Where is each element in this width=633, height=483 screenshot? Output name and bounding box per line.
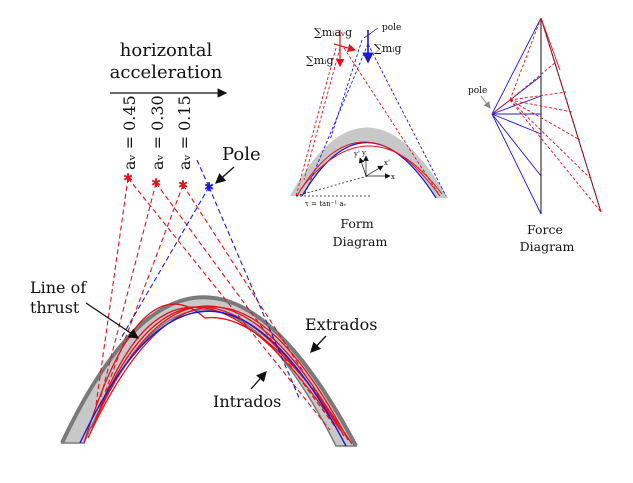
force-diagram-title-1: Force [527,222,563,237]
pole-force-arrow-icon [480,95,491,109]
main-blue-rays [119,159,301,401]
axis-x-label: x [391,173,395,181]
pole-label: Pole [222,144,261,165]
intrados-label: Intrados [213,392,281,411]
pole-arrow-icon [215,166,235,184]
force-diagram [491,17,602,215]
line-of-thrust-arrow-icon [85,302,140,339]
pole-force-label: pole [468,86,487,96]
pole-point-030: ✱ [151,176,161,190]
main-blue-thrust [79,310,347,447]
pole-point-015: ✱ [178,178,188,192]
sum-mig-right-label: ∑mᵢg [374,42,402,55]
angle-expression: τ = tan⁻¹ aᵥ [305,200,347,208]
av-030-label: aᵥ = 0.30 [148,95,167,170]
axis-xp-label: x' [384,159,390,167]
pole-point-blue: ✱ [204,180,214,194]
main-red-rays [95,177,343,433]
axis-yp-label: y' [353,150,360,158]
line-of-thrust-label-1: Line of [30,278,87,297]
acceleration-label: acceleration [110,62,223,83]
intrados-arrow-icon [250,371,267,390]
form-diagram-title-1: Form [340,216,373,231]
extrados-label: Extrados [305,315,377,334]
horizontal-label: horizontal [120,40,213,61]
main-pole-points: ✱ ✱ ✱ ✱ [123,171,214,194]
line-of-thrust-label-2: thrust [30,298,80,317]
av-015-label: aᵥ = 0.15 [175,95,194,170]
form-diagram-title-2: Diagram [333,234,388,249]
form-diagram [290,27,448,199]
pole-small-label: pole [382,23,401,33]
pole-point-045: ✱ [123,171,133,185]
sum-mig-left-label: ∑mᵢg [306,54,334,67]
force-diagram-title-2: Diagram [520,239,575,254]
av-045-label: aᵥ = 0.45 [120,95,139,170]
extrados-arrow-icon [310,335,327,353]
axis-y-label: y [361,149,366,157]
sum-mag-label: ∑mᵢaᵥg [314,26,352,39]
